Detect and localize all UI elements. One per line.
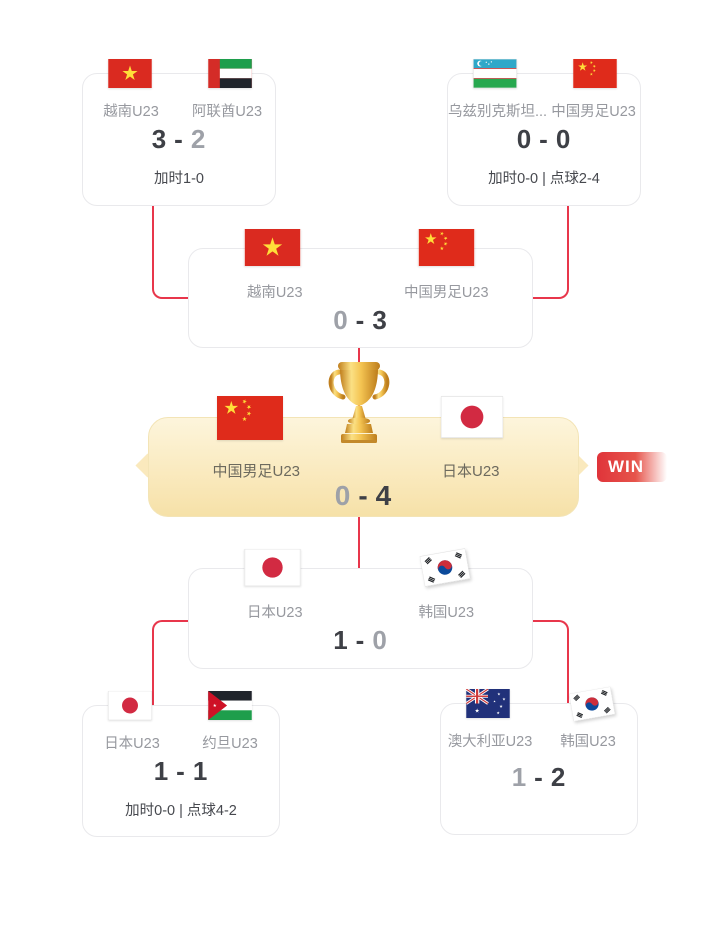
match-card-qf4[interactable]: 澳大利亚U23 韩国U23 1-2 [440, 686, 638, 835]
match-score: 1-2 [441, 762, 637, 793]
score-home: 1 [511, 762, 528, 792]
match-score: 0-0 [448, 124, 640, 155]
vietnam-flag-icon [244, 229, 301, 266]
team-name: 中国男足U23 [403, 285, 489, 301]
jordan-flag-icon [208, 691, 252, 720]
score-home: 0 [516, 124, 533, 154]
connector-qf2-sf1 [530, 203, 569, 299]
win-badge-label: WIN [608, 457, 645, 476]
score-away: 0 [555, 124, 572, 154]
match-note: 加时0-0 | 点球4-2 [125, 803, 237, 819]
match-card-sf1[interactable]: 越南U23 中国男足U23 0-3 [188, 229, 533, 348]
match-score: 0-3 [189, 305, 532, 336]
score-home: 3 [151, 124, 168, 154]
team-name: 日本U23 [441, 463, 500, 480]
team-name: 韩国U23 [418, 605, 475, 621]
connector-final-sf2 [358, 514, 360, 569]
china-flag-icon [573, 59, 617, 88]
korea-flag-icon [419, 548, 471, 587]
japan-flag-icon [108, 691, 152, 720]
score-away: 3 [372, 305, 388, 335]
score-away: 0 [372, 625, 388, 655]
final-match-banner[interactable]: 中国男足U23 日本U23 0-4 [148, 396, 579, 517]
score-home: 1 [333, 625, 349, 655]
score-separator: - [176, 756, 186, 786]
win-badge: WIN [597, 452, 667, 482]
team-name: 阿联酋U23 [191, 104, 263, 120]
japan-flag-icon [441, 396, 503, 438]
team-name: 越南U23 [246, 285, 303, 301]
score-home: 0 [333, 305, 349, 335]
china-flag-icon [418, 229, 475, 266]
match-score: 1-1 [83, 756, 279, 787]
team-name: 澳大利亚U23 [447, 734, 533, 750]
vietnam-flag-icon [108, 59, 152, 88]
team-name: 日本U23 [104, 736, 160, 752]
score-separator: - [539, 124, 549, 154]
australia-flag-icon [466, 689, 510, 718]
team-name: 韩国U23 [560, 734, 616, 750]
match-card-sf2[interactable]: 日本U23 韩国U23 1-0 [188, 548, 533, 669]
team-name: 日本U23 [246, 605, 303, 621]
score-away: 4 [375, 480, 393, 511]
score-away: 2 [550, 762, 567, 792]
match-card-qf1[interactable]: 越南U23 阿联酋U23 3-2 加时1-0 [82, 59, 276, 206]
score-home: 0 [334, 480, 352, 511]
score-separator: - [355, 625, 366, 655]
match-card-qf2[interactable]: 乌兹别克斯坦... 中国男足U23 0-0 加时0-0 | 点球2-4 [447, 59, 641, 206]
team-name: 乌兹别克斯坦... [448, 104, 548, 120]
connector-qf1-sf1 [152, 203, 191, 299]
score-separator: - [355, 305, 366, 335]
team-name: 中国男足U23 [212, 463, 301, 480]
score-away: 2 [190, 124, 207, 154]
korea-flag-icon [568, 686, 616, 722]
connector-sf2-qf3 [152, 620, 191, 708]
trophy-icon [326, 360, 392, 452]
match-score: 3-2 [83, 124, 275, 155]
match-note: 加时0-0 | 点球2-4 [488, 171, 600, 187]
team-name: 中国男足U23 [551, 104, 636, 120]
match-score: 1-0 [189, 625, 532, 656]
score-away: 1 [192, 756, 209, 786]
match-score: 0-4 [149, 480, 578, 512]
team-name: 越南U23 [103, 104, 159, 120]
japan-flag-icon [244, 549, 301, 586]
match-note: 加时1-0 [154, 171, 204, 187]
score-separator: - [358, 480, 369, 511]
china-flag-icon [217, 396, 283, 440]
score-separator: - [534, 762, 544, 792]
uae-flag-icon [208, 59, 252, 88]
score-separator: - [174, 124, 184, 154]
uzbekistan-flag-icon [473, 59, 517, 88]
match-card-qf3[interactable]: 日本U23 约旦U23 1-1 加时0-0 | 点球4-2 [82, 691, 280, 837]
team-name: 约旦U23 [202, 736, 258, 752]
connector-sf2-qf4 [530, 620, 569, 706]
score-home: 1 [153, 756, 170, 786]
